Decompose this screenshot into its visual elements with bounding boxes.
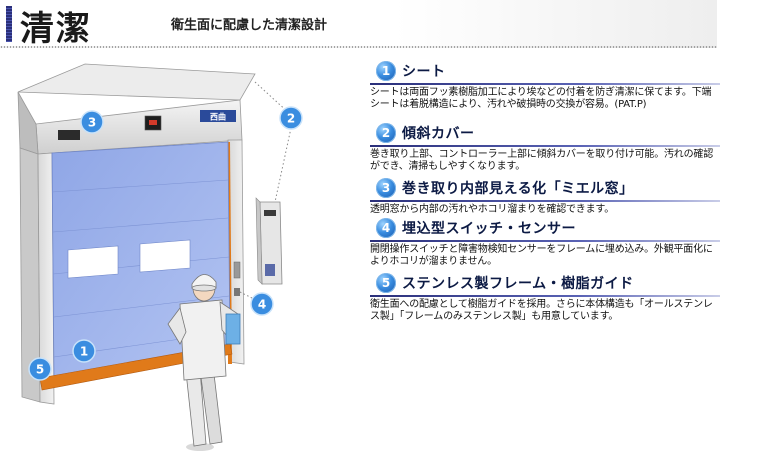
feature-header: 5 ステンレス製フレーム・樹脂ガイド [370, 272, 720, 294]
feature-list: 1 シート シートは両面フッ素樹脂加工により埃などの付着を防ぎ清潔に保てます。下… [370, 60, 720, 327]
feature-description: 衛生面への配慮として樹脂ガイドを採用。さらに本体構造も「オールステンレス製」「フ… [370, 299, 713, 322]
svg-text:1: 1 [80, 345, 88, 359]
feature-item-4: 4 埋込型スイッチ・センサー 開閉操作スイッチと障害物検知センサーをフレームに埋… [370, 217, 720, 272]
svg-text:3: 3 [88, 116, 96, 130]
feature-underline [370, 145, 720, 147]
leader-lines [239, 81, 292, 301]
feature-header: 4 埋込型スイッチ・センサー [370, 217, 720, 239]
badge-4: 4 [250, 292, 274, 316]
svg-text:2: 2 [287, 112, 295, 126]
mieru-window [58, 130, 80, 140]
feature-title: 埋込型スイッチ・センサー [402, 221, 576, 237]
page-title: 清潔 [20, 9, 92, 49]
feature-title: 傾斜カバー [402, 126, 475, 142]
left-frame [37, 152, 55, 405]
feature-title: シート [402, 64, 446, 80]
badge-2: 2 [279, 106, 303, 130]
header-dotted-divider [0, 46, 717, 48]
feature-item-3: 3 巻き取り内部見える化「ミエル窓」 透明窓から内部の汚れやホコリ溜まりを確認で… [370, 177, 720, 217]
feature-underline [370, 200, 720, 202]
feature-description: 開閉操作スイッチと障害物検知センサーをフレームに埋め込み。外観平面化によりホコリ… [370, 244, 713, 267]
top-housing-side [17, 91, 39, 155]
feature-item-5: 5 ステンレス製フレーム・樹脂ガイド 衛生面への配慮として樹脂ガイドを採用。さら… [370, 272, 720, 327]
top-housing-slope [17, 63, 256, 101]
feature-description: シートは両面フッ素樹脂加工により埃などの付着を防ぎ清潔に保てます。下端シートは着… [370, 87, 712, 110]
feature-header: 1 シート [370, 60, 720, 82]
rapid-door-illustration: 西曲 [17, 63, 303, 451]
feature-description: 巻き取り上部、コントローラー上部に傾斜カバーを取り付け可能。汚れの確認ができ、清… [370, 149, 713, 172]
feature-number-badge: 1 [376, 61, 396, 81]
curtain-window-left [67, 245, 119, 279]
feature-number-badge: 4 [376, 218, 396, 238]
svg-text:4: 4 [258, 298, 266, 312]
feature-title: 巻き取り内部見える化「ミエル窓」 [402, 181, 634, 197]
badge-1: 1 [72, 339, 96, 363]
feature-header: 3 巻き取り内部見える化「ミエル窓」 [370, 177, 720, 199]
curtain-window-right [139, 239, 191, 273]
feature-underline [370, 295, 720, 297]
feature-item-2: 2 傾斜カバー 巻き取り上部、コントローラー上部に傾斜カバーを取り付け可能。汚れ… [370, 122, 720, 177]
brand-plate-text: 西曲 [210, 112, 226, 122]
feature-number-badge: 2 [376, 123, 396, 143]
feature-number-badge: 3 [376, 178, 396, 198]
feature-title: ステンレス製フレーム・樹脂ガイド [402, 276, 634, 292]
embedded-switch [233, 261, 241, 279]
page-subtitle: 衛生面に配慮した清潔設計 [171, 18, 328, 33]
svg-text:5: 5 [36, 363, 44, 377]
feature-underline [370, 83, 720, 85]
header-accent-bar [6, 6, 12, 42]
badge-3: 3 [80, 110, 104, 134]
feature-description: 透明窓から内部の汚れやホコリ溜まりを確認できます。 [370, 204, 614, 215]
feature-number-badge: 5 [376, 273, 396, 293]
feature-item-1: 1 シート シートは両面フッ素樹脂加工により埃などの付着を防ぎ清潔に保てます。下… [370, 60, 720, 122]
brand-plate [200, 110, 236, 122]
page-header: 清潔 衛生面に配慮した清潔設計 [0, 0, 717, 49]
embedded-sensor [234, 288, 240, 296]
badge-5: 5 [28, 357, 52, 381]
feature-header: 2 傾斜カバー [370, 122, 720, 144]
worker-figure [167, 274, 241, 451]
feature-underline [370, 240, 720, 242]
